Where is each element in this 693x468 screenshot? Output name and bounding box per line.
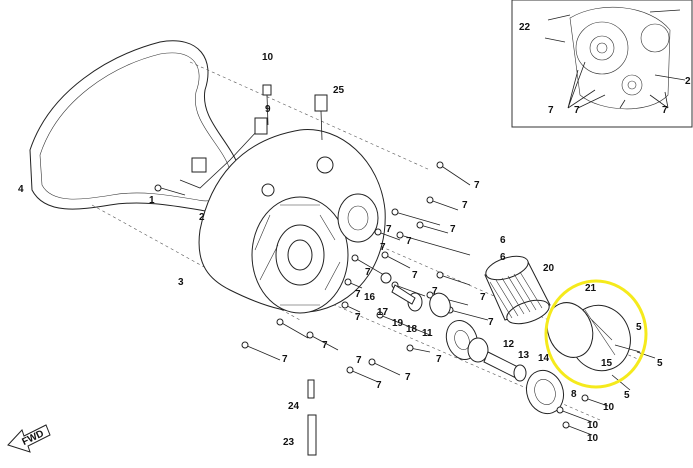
callout-label-21: 21 — [585, 283, 597, 294]
callout-label-7: 7 — [474, 180, 480, 191]
callout-label-5: 5 — [657, 358, 663, 369]
callout-label-5: 5 — [624, 390, 630, 401]
callout-label-5: 5 — [636, 322, 642, 333]
callout-label-7: 7 — [412, 270, 418, 281]
callout-label-7: 7 — [376, 380, 382, 391]
callout-label-1: 1 — [149, 195, 155, 206]
callout-label-7: 7 — [380, 242, 386, 253]
callout-label-10: 10 — [603, 402, 615, 413]
callout-label-7: 7 — [386, 224, 392, 235]
callout-label-7: 7 — [574, 105, 580, 116]
callout-label-10: 10 — [262, 52, 274, 63]
gasket — [29, 40, 242, 212]
callout-label-19: 19 — [392, 318, 404, 329]
callout-label-4: 4 — [18, 184, 24, 195]
callout-label-13: 13 — [518, 350, 530, 361]
callout-label-7: 7 — [405, 372, 411, 383]
callout-label-7: 7 — [488, 317, 494, 328]
callout-label-7: 7 — [406, 236, 412, 247]
callout-label-16: 16 — [364, 292, 376, 303]
callout-label-2: 2 — [199, 212, 205, 223]
callout-label-18: 18 — [406, 324, 418, 335]
callout-label-12: 12 — [503, 339, 515, 350]
callout-label-15: 15 — [601, 358, 613, 369]
callout-label-22: 22 — [519, 22, 531, 33]
callout-label-10: 10 — [587, 433, 599, 444]
callout-label-2: 2 — [685, 76, 691, 87]
callout-label-23: 23 — [283, 437, 295, 448]
callout-label-10: 10 — [587, 420, 599, 431]
crankcase-cover — [198, 129, 386, 314]
fwd-arrow-icon: FWD — [7, 424, 51, 453]
callout-label-7: 7 — [322, 340, 328, 351]
callout-label-7: 7 — [450, 224, 456, 235]
callout-label-7: 7 — [282, 354, 288, 365]
callout-label-7: 7 — [432, 286, 438, 297]
callout-label-7: 7 — [355, 312, 361, 323]
callout-label-7: 7 — [356, 355, 362, 366]
fwd-label: FWD — [20, 428, 45, 448]
callout-label-7: 7 — [365, 267, 371, 278]
callout-label-9: 9 — [265, 104, 271, 115]
callout-label-8: 8 — [571, 389, 577, 400]
callout-label-17: 17 — [377, 307, 389, 318]
callout-label-7: 7 — [662, 105, 668, 116]
callout-label-7: 7 — [462, 200, 468, 211]
callout-label-3: 3 — [178, 277, 184, 288]
oil-filter — [484, 255, 551, 325]
callout-label-24: 24 — [288, 401, 300, 412]
callout-label-6: 6 — [500, 252, 506, 263]
callout-label-6: 6 — [500, 235, 506, 246]
callout-label-25: 25 — [333, 85, 345, 96]
callout-label-11: 11 — [422, 328, 433, 339]
highlight-ring — [544, 279, 648, 389]
callout-label-7: 7 — [436, 354, 442, 365]
callout-label-7: 7 — [548, 105, 554, 116]
callout-label-14: 14 — [538, 353, 550, 364]
callout-label-20: 20 — [543, 263, 555, 274]
callout-label-7: 7 — [355, 289, 361, 300]
callout-label-7: 7 — [480, 292, 486, 303]
inset-view — [511, 0, 693, 128]
